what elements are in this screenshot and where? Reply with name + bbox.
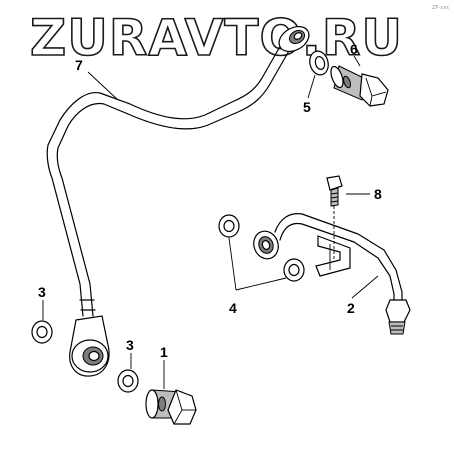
oil-feed-pipe-7 (46, 42, 291, 317)
callout-3-left: 3 (38, 284, 46, 300)
callout-5: 5 (303, 99, 311, 115)
sealing-washer-3-left (31, 320, 53, 344)
banjo-fitting-bottom (69, 315, 110, 377)
banjo-bolt-6 (330, 65, 389, 107)
banjo-bolt-1 (145, 389, 197, 425)
callout-8: 8 (374, 186, 382, 202)
callout-3-right: 3 (126, 337, 134, 353)
callout-2: 2 (347, 300, 355, 316)
banjo-fitting-top (278, 25, 310, 53)
bracket-bolt-8 (326, 175, 343, 262)
callout-7: 7 (75, 57, 83, 73)
leader-lines (42, 55, 379, 389)
oil-return-pipe-2 (253, 213, 411, 335)
sealing-washer-4-lower (283, 258, 305, 282)
sealing-washer-5 (309, 50, 329, 76)
sealing-washer-4-upper (218, 214, 240, 238)
callout-4: 4 (229, 300, 237, 316)
callout-1: 1 (160, 344, 168, 360)
sealing-washer-3-right (117, 369, 139, 393)
watermark-text: ZURAVTO.RU (30, 9, 403, 67)
corner-mark: ZP-xxx (432, 5, 449, 11)
callout-6: 6 (350, 41, 358, 57)
